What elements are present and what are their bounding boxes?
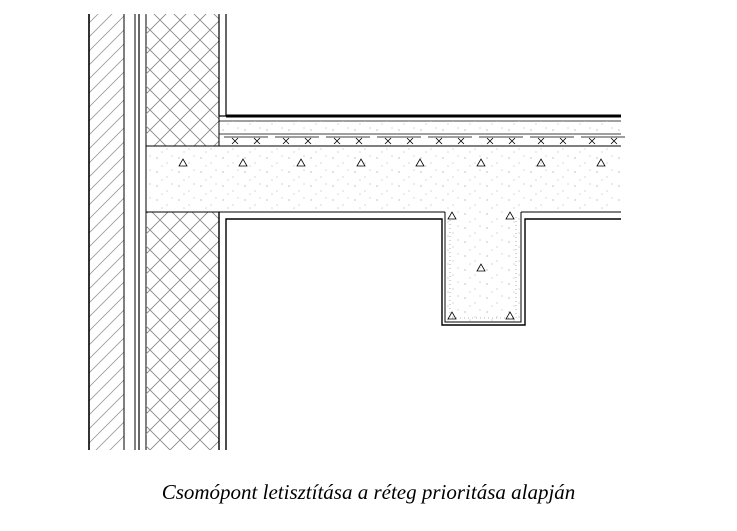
insulation-strip [479, 136, 523, 145]
aggregate-triangle [447, 311, 457, 320]
screed [219, 121, 621, 134]
masonry-wall [88, 14, 125, 450]
impact-insulation [219, 133, 625, 147]
impact-insulation-strips [224, 136, 625, 145]
insulation-strip [326, 136, 370, 145]
insulation-strip [581, 136, 625, 145]
aggregate-triangle [505, 311, 515, 320]
aggregate-triangle [178, 158, 188, 167]
construction-detail-drawing [88, 14, 625, 450]
insulation-strip [377, 136, 421, 145]
insulation-strip [224, 136, 268, 145]
aggregate-triangle [296, 158, 306, 167]
aggregate-triangle [596, 158, 606, 167]
insulation-strip [275, 136, 319, 145]
figure-caption: Csomópont letisztítása a réteg prioritás… [161, 480, 576, 504]
floor-finish [219, 114, 621, 122]
concrete-aggregate-marks [178, 158, 606, 320]
aggregate-triangle [356, 158, 366, 167]
aggregate-triangle [476, 263, 486, 272]
insulation-strip [530, 136, 574, 145]
aggregate-triangle [415, 158, 425, 167]
wall-top-edge [218, 14, 227, 117]
insulation-strip [428, 136, 472, 145]
concrete-beam [218, 212, 621, 450]
aggregate-triangle [505, 211, 515, 220]
aggregate-triangle [238, 158, 248, 167]
thermal-insulation [146, 14, 220, 450]
wall-lining [134, 14, 147, 450]
aggregate-triangle [447, 211, 457, 220]
aggregate-triangle [536, 158, 546, 167]
aggregate-triangle [476, 158, 486, 167]
